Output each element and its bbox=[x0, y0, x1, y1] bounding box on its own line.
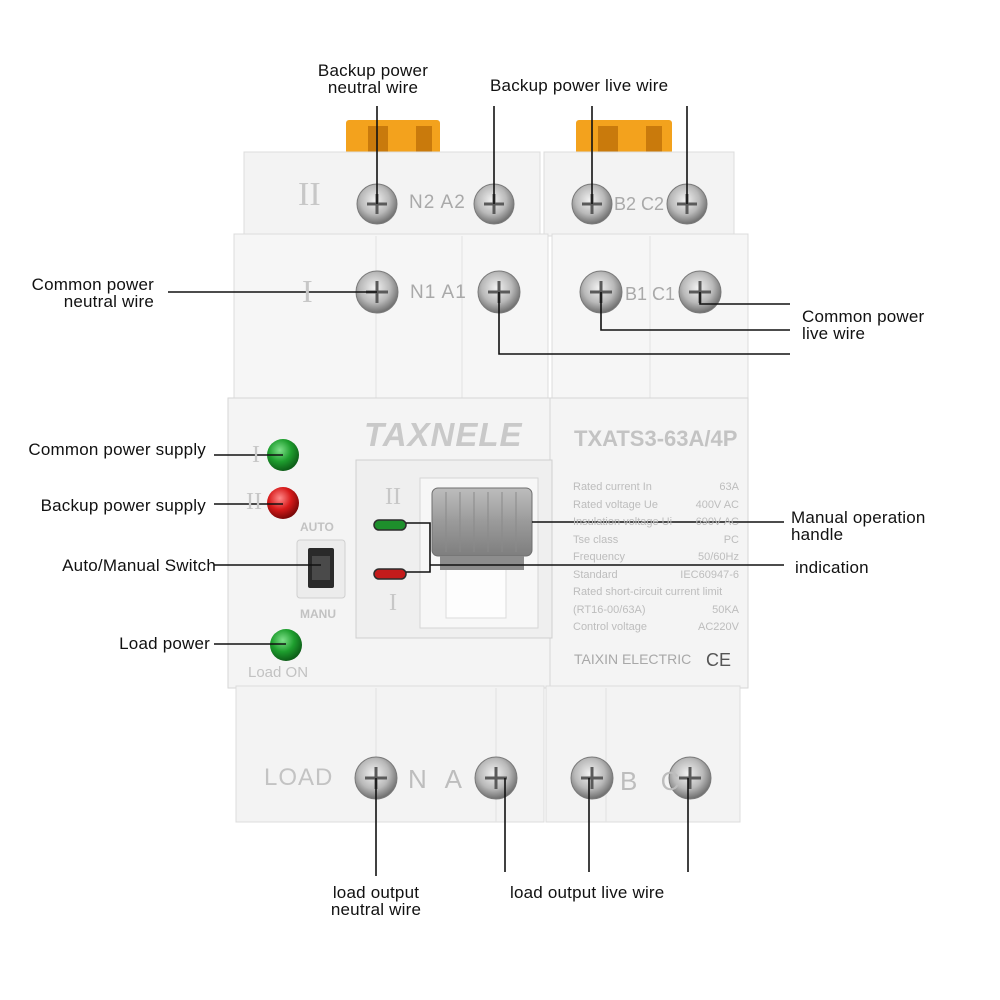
spec-row: Control voltage AC220V bbox=[573, 621, 739, 639]
spec-label: Insulation voltage Ui bbox=[573, 516, 673, 528]
callout-manual-handle: Manual operation handle bbox=[791, 509, 926, 543]
indicator-ii-label: II bbox=[246, 489, 262, 515]
spec-value: IEC60947-6 bbox=[680, 568, 739, 581]
spec-label: Control voltage bbox=[573, 621, 647, 633]
handle-indication bbox=[373, 519, 407, 580]
spec-label: Rated voltage Ue bbox=[573, 498, 658, 511]
ce-mark: CE bbox=[706, 650, 731, 670]
callout-indication: indication bbox=[795, 558, 869, 577]
callout-line: Backup power bbox=[317, 61, 429, 80]
callout-auto-manual: Auto/Manual Switch bbox=[62, 556, 216, 575]
callout-common-neutral: Common power neutral wire bbox=[10, 276, 154, 310]
spec-value: AC220V bbox=[698, 621, 739, 633]
spec-plate: Rated current In 63A Rated voltage Ue 400V… bbox=[573, 481, 739, 639]
terminal-bc: B C bbox=[620, 766, 688, 796]
callout-line: load output bbox=[332, 883, 420, 902]
spec-label: Frequency bbox=[573, 551, 625, 563]
spec-row: Rated voltage Ue 400V AC bbox=[573, 499, 739, 517]
terminal-b2c2: B2 C2 bbox=[614, 194, 665, 214]
handle-i-label: I bbox=[389, 590, 397, 616]
callout-line: handle bbox=[791, 525, 844, 544]
spec-value: 50/60Hz bbox=[698, 551, 739, 563]
callout-lines bbox=[168, 106, 790, 876]
callout-line: Common power bbox=[802, 307, 925, 326]
spec-label: (RT16-00/63A) bbox=[573, 603, 646, 616]
brand-logo: TAXNELE bbox=[364, 416, 523, 453]
row-i-label: I bbox=[302, 273, 313, 309]
row-ii-label: II bbox=[298, 176, 321, 213]
switch-manu-label: MANU bbox=[300, 607, 336, 621]
spec-row: Rated current In 63A bbox=[573, 481, 739, 499]
callout-line: neutral wire bbox=[330, 900, 422, 919]
auto-manual-switch[interactable] bbox=[296, 539, 346, 599]
callout-line: Common power bbox=[31, 275, 154, 294]
spec-row: Tse class PC bbox=[573, 534, 739, 552]
callout-load-neutral: load output neutral wire bbox=[310, 884, 442, 918]
terminal-screws bbox=[354, 183, 722, 800]
terminal-b1c1: B1 C1 bbox=[625, 284, 676, 304]
callout-backup-live: Backup power live wire bbox=[490, 76, 669, 95]
spec-label: Rated short-circuit current limit bbox=[573, 586, 723, 598]
callout-line: neutral wire bbox=[327, 78, 419, 97]
terminal-load: LOAD bbox=[264, 764, 334, 791]
callout-common-live: Common power live wire bbox=[802, 308, 924, 342]
load-on-label: Load ON bbox=[248, 664, 309, 681]
callout-backup-supply: Backup power supply bbox=[40, 496, 206, 515]
indicator-i-label: I bbox=[252, 442, 260, 468]
spec-label: Rated current In bbox=[573, 481, 652, 493]
model-number: TXATS3-63A/4P bbox=[574, 426, 738, 451]
spec-row: Standard IEC60947-6 bbox=[573, 569, 739, 587]
switch-auto-label: AUTO bbox=[300, 520, 334, 534]
manufacturer-name: TAIXIN ELECTRIC bbox=[574, 651, 692, 667]
callout-common-supply: Common power supply bbox=[28, 440, 206, 459]
spec-label: Tse class bbox=[573, 533, 619, 546]
indicator-lamps bbox=[267, 439, 302, 661]
backup-supply-lamp bbox=[267, 487, 299, 519]
callout-backup-neutral: Backup power neutral wire bbox=[306, 62, 440, 96]
indication-red-bar bbox=[373, 568, 407, 580]
callout-line: neutral wire bbox=[63, 292, 154, 311]
screw-load-b bbox=[570, 756, 614, 800]
callout-line: Manual operation bbox=[791, 508, 926, 527]
load-power-lamp bbox=[270, 629, 302, 661]
spec-value: 400V AC bbox=[695, 498, 739, 511]
spec-row: (RT16-00/63A) 50KA bbox=[573, 604, 739, 622]
callout-line: live wire bbox=[802, 324, 866, 343]
top-clamps bbox=[346, 120, 672, 154]
handle-ii-label: II bbox=[385, 484, 401, 510]
callout-load-live: load output live wire bbox=[510, 883, 665, 902]
manual-operation-handle[interactable] bbox=[431, 487, 533, 570]
spec-value: PC bbox=[723, 533, 739, 546]
spec-label: Standard bbox=[573, 568, 618, 581]
indication-green-bar bbox=[373, 519, 407, 531]
screw-load-c bbox=[668, 756, 712, 800]
spec-value: 50KA bbox=[712, 603, 739, 616]
terminal-n1a1: N1 A1 bbox=[410, 282, 467, 303]
spec-value: 63A bbox=[719, 481, 739, 493]
callout-load-power: Load power bbox=[119, 634, 210, 653]
spec-value: 690V AC bbox=[695, 516, 739, 528]
terminal-na: N A bbox=[408, 764, 468, 794]
terminal-n2a2: N2 A2 bbox=[409, 192, 466, 213]
screw-load-a bbox=[474, 756, 518, 800]
spec-row: Insulation voltage Ui 690V AC bbox=[573, 516, 739, 534]
spec-row: Rated short-circuit current limit bbox=[573, 586, 739, 604]
spec-row: Frequency 50/60Hz bbox=[573, 551, 739, 569]
